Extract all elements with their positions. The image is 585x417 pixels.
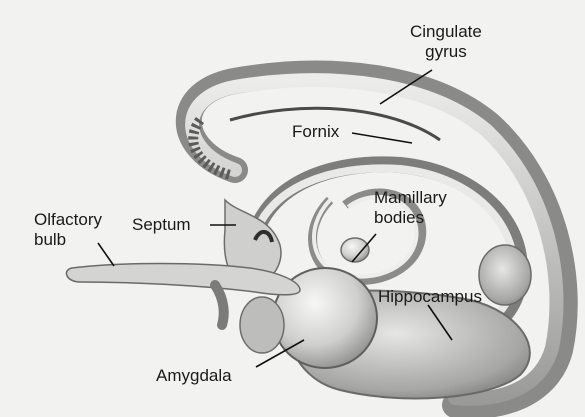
label-mamillary-bodies: Mamillary bodies [374, 188, 447, 228]
label-olfactory-line1: Olfactory [34, 210, 102, 230]
label-hippocampus: Hippocampus [378, 287, 482, 307]
label-cingulate-line2: gyrus [410, 42, 482, 62]
label-olfactory-line2: bulb [34, 230, 102, 250]
label-cingulate-gyrus: Cingulate gyrus [410, 22, 482, 62]
label-amygdala: Amygdala [156, 366, 232, 386]
label-septum: Septum [132, 215, 191, 235]
label-cingulate-line1: Cingulate [410, 22, 482, 42]
label-mamillary-line1: Mamillary [374, 188, 447, 208]
label-fornix: Fornix [292, 122, 339, 142]
label-mamillary-line2: bodies [374, 208, 447, 228]
leader-fornix [352, 133, 412, 143]
label-olfactory-bulb: Olfactory bulb [34, 210, 102, 250]
